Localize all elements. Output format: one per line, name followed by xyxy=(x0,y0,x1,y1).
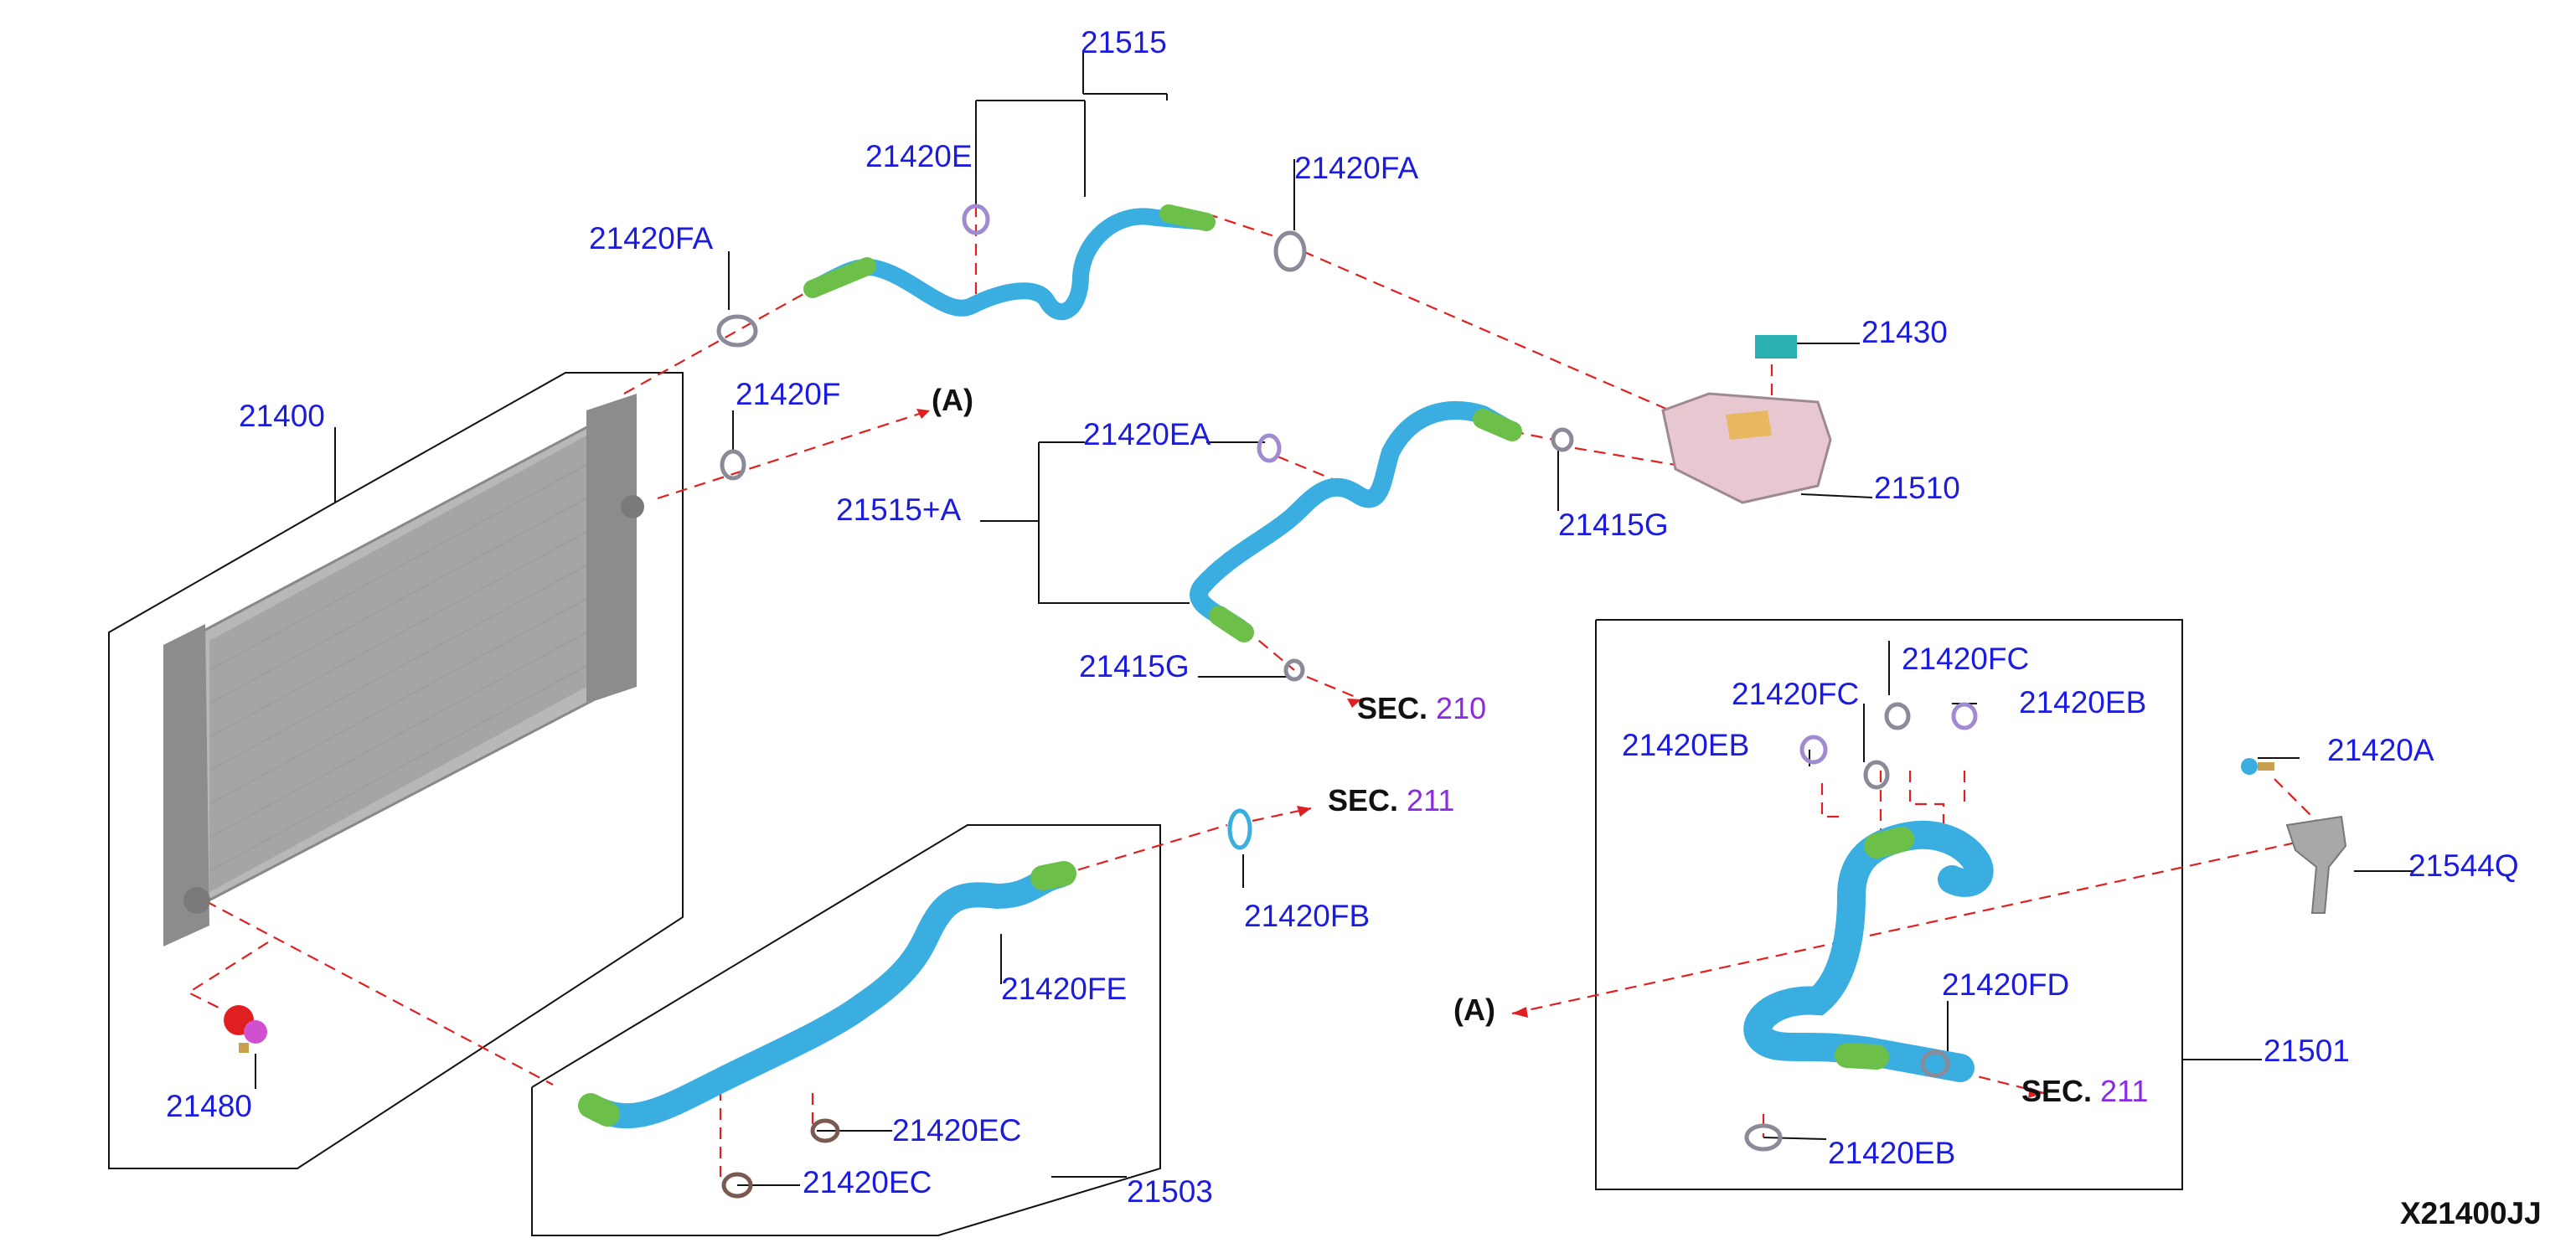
label-21420F: 21420F xyxy=(736,377,841,411)
label-21420EC-b: 21420EC xyxy=(803,1165,932,1199)
label-21515: 21515 xyxy=(1081,25,1167,59)
sec-word: SEC. xyxy=(1357,691,1428,725)
ref-a-top: (A) xyxy=(932,383,973,417)
label-21415G-left: 21415G xyxy=(1079,649,1190,683)
label-21420EB-right: 21420EB xyxy=(2019,685,2147,719)
label-21480: 21480 xyxy=(166,1089,252,1123)
label-21420EC-a: 21420EC xyxy=(892,1113,1022,1148)
label-21420EB-left: 21420EB xyxy=(1622,728,1750,762)
label-21420FA-top: 21420FA xyxy=(1294,151,1419,185)
radiator-21400 xyxy=(163,394,644,946)
drain-plug-21480 xyxy=(224,1005,267,1053)
ref-a-bottom: (A) xyxy=(1453,993,1495,1027)
label-21503: 21503 xyxy=(1127,1174,1213,1209)
sec-number: 210 xyxy=(1436,691,1487,725)
label-21420A: 21420A xyxy=(2327,733,2434,767)
bolt-21420A xyxy=(2241,758,2274,775)
hoses xyxy=(578,204,1994,1129)
label-21420FC-b: 21420FC xyxy=(1732,677,1860,711)
label-21420E: 21420E xyxy=(865,139,973,173)
label-21415G-right: 21415G xyxy=(1558,508,1669,542)
sec-211-right: SEC. 211 xyxy=(2021,1076,2148,1106)
sec-210: SEC. 210 xyxy=(1357,694,1486,724)
diagram-code: X21400JJ xyxy=(2400,1196,2542,1230)
label-21515-A: 21515+A xyxy=(836,493,962,527)
label-21420EA: 21420EA xyxy=(1083,417,1211,451)
clamps xyxy=(716,204,1978,1199)
sec-number: 211 xyxy=(1407,783,1455,817)
label-21420EB-bottom: 21420EB xyxy=(1828,1136,1956,1170)
label-21544Q: 21544Q xyxy=(2408,848,2519,883)
arrowheads xyxy=(916,409,2044,1098)
label-21420FA-left: 21420FA xyxy=(589,221,714,255)
sec-211-top: SEC. 211 xyxy=(1328,786,1454,816)
label-21420FE: 21420FE xyxy=(1001,972,1128,1006)
leader-lines xyxy=(108,50,2413,1236)
sec-number: 211 xyxy=(2100,1074,2149,1108)
sec-word: SEC. xyxy=(1328,783,1399,817)
label-21400: 21400 xyxy=(239,399,325,433)
label-21420FD: 21420FD xyxy=(1942,967,2070,1002)
label-21420FC-a: 21420FC xyxy=(1902,642,2030,676)
bracket-21544Q xyxy=(2285,815,2347,914)
label-21510: 21510 xyxy=(1874,471,1960,505)
label-21430: 21430 xyxy=(1861,315,1948,349)
reservoir-21510 xyxy=(1661,392,1832,504)
label-21420FB: 21420FB xyxy=(1244,899,1371,933)
sec-word: SEC. xyxy=(2021,1074,2093,1108)
cap-21430 xyxy=(1755,335,1797,358)
label-21501: 21501 xyxy=(2264,1034,2350,1068)
